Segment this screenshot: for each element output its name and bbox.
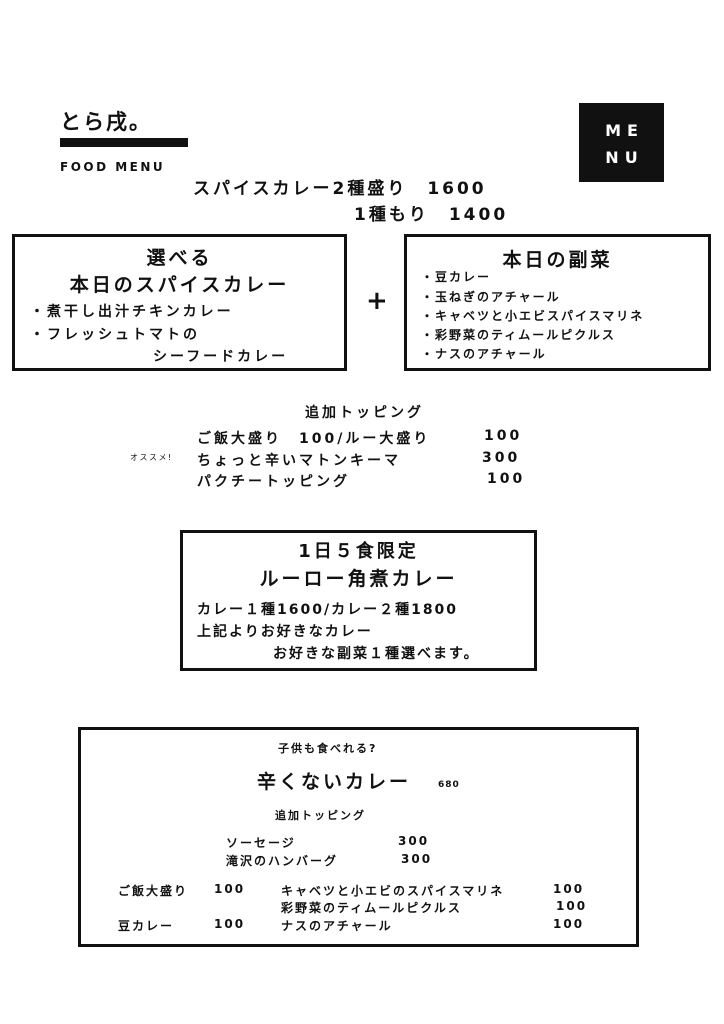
side-item: ・玉ねぎのアチャール (421, 290, 561, 304)
topping-price: 100 (484, 428, 523, 444)
kids-curry-box: 子供も食べれる? 辛くないカレー 680 追加トッピング ソーセージ 300 滝… (78, 727, 639, 947)
side-item: ・キャベツと小エビスパイスマリネ (421, 309, 645, 323)
kids-side-label: 彩野菜のティムールピクルス (281, 901, 462, 915)
limited-curry-box: 1日５食限定 ルーロー角煮カレー カレー１種1600/カレー２種1800 上記よ… (180, 530, 537, 671)
toppings-title: 追加トッピング (305, 405, 424, 421)
curry-box-title-2: 本日のスパイスカレー (69, 274, 290, 296)
kids-side-price: 100 (214, 882, 246, 896)
menu-badge-line1: ME (605, 121, 644, 140)
kids-side-label: ナスのアチャール (281, 919, 393, 933)
limited-line: カレー１種1600/カレー２種1800 (197, 602, 459, 618)
topping-label: ご飯大盛り 100/ルー大盛り (197, 431, 431, 447)
kids-price: 680 (438, 780, 460, 790)
topping-price: 300 (482, 450, 521, 466)
curry-item: ・フレッシュトマトの (30, 327, 200, 343)
kids-side-label: 豆カレー (118, 919, 175, 933)
plus-sign: + (366, 286, 388, 316)
kids-caption: 子供も食べれる? (278, 742, 378, 755)
curry-box-title-1: 選べる (146, 247, 213, 269)
menu-badge: ME NU (579, 103, 664, 182)
kids-side-price: 100 (214, 917, 246, 931)
limited-line: 上記よりお好きなカレー (197, 624, 373, 640)
price-two-curry: スパイスカレー2種盛り 1600 (193, 179, 487, 199)
kids-topping-title: 追加トッピング (275, 809, 366, 822)
kids-side-price: 100 (556, 899, 588, 913)
kids-side-price: 100 (553, 917, 585, 931)
kids-side-label: キャベツと小エビのスパイスマリネ (281, 884, 505, 898)
side-dish-box: 本日の副菜 ・豆カレー ・玉ねぎのアチャール ・キャベツと小エビスパイスマリネ … (404, 234, 711, 371)
curry-item: ・煮干し出汁チキンカレー (30, 304, 234, 320)
brand-underline (60, 138, 188, 147)
limited-title-1: 1日５食限定 (298, 541, 419, 562)
topping-price: 100 (487, 471, 526, 487)
kids-topping-price: 300 (398, 834, 430, 848)
food-menu-subtitle: FOOD MENU (60, 160, 166, 174)
recommend-note: オススメ! (130, 453, 173, 462)
topping-label: ちょっと辛いマトンキーマ (197, 453, 401, 469)
kids-topping-label: 滝沢のハンバーグ (226, 854, 339, 868)
kids-topping-price: 300 (401, 852, 433, 866)
side-box-title: 本日の副菜 (502, 249, 613, 271)
side-item: ・彩野菜のティムールピクルス (421, 328, 616, 342)
kids-topping-label: ソーセージ (226, 836, 296, 850)
brand-name: とら戌。 (60, 110, 152, 134)
side-item: ・豆カレー (421, 270, 492, 284)
side-item: ・ナスのアチャール (421, 347, 547, 361)
kids-title: 辛くないカレー (257, 771, 412, 793)
menu-badge-line2: NU (605, 148, 644, 167)
curry-choice-box: 選べる 本日のスパイスカレー ・煮干し出汁チキンカレー ・フレッシュトマトの シ… (12, 234, 347, 371)
curry-item: シーフードカレー (153, 349, 289, 365)
limited-title-2: ルーロー角煮カレー (259, 568, 458, 590)
limited-line: お好きな副菜１種選べます。 (273, 646, 480, 662)
topping-label: パクチートッピング (197, 474, 350, 490)
kids-side-label: ご飯大盛り (118, 884, 189, 898)
kids-side-price: 100 (553, 882, 585, 896)
price-one-curry: 1種もり 1400 (354, 205, 509, 225)
